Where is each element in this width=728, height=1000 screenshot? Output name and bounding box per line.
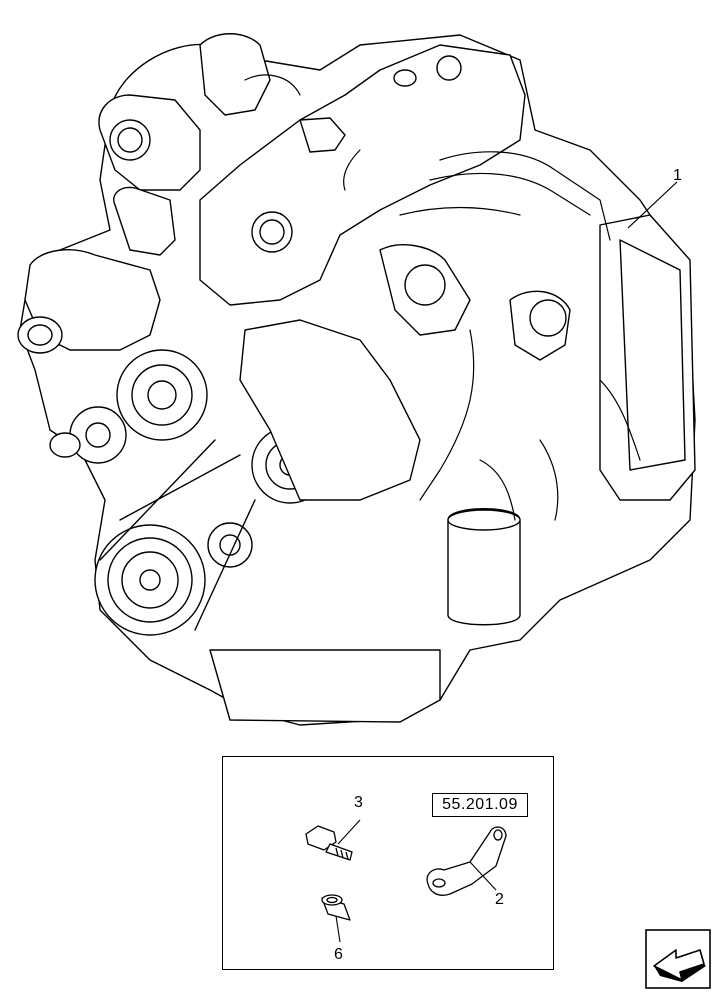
callout-bushing: 6 [334,946,343,963]
oil-filter [447,508,521,626]
reference-section-code: 55.201.09 [442,796,518,813]
callout-bracket: 2 [495,891,504,908]
inset-parts-frame [222,756,554,970]
drive-belt [99,439,256,631]
strap-bracket-drawing [426,826,507,896]
spacer-bushing-drawing [321,894,351,921]
previous-page-arrow-icon[interactable] [645,929,711,989]
callout-engine-assembly: 1 [673,167,682,184]
reference-section-box[interactable]: 55.201.09 [432,793,528,817]
leader-line-1 [627,181,678,229]
leader-line-2 [469,861,497,891]
callout-bolt: 3 [354,794,363,811]
flange-bolt-drawing [305,825,353,861]
oil-pan [209,649,441,723]
leader-line-6 [335,915,341,943]
leader-line-3 [337,819,361,845]
